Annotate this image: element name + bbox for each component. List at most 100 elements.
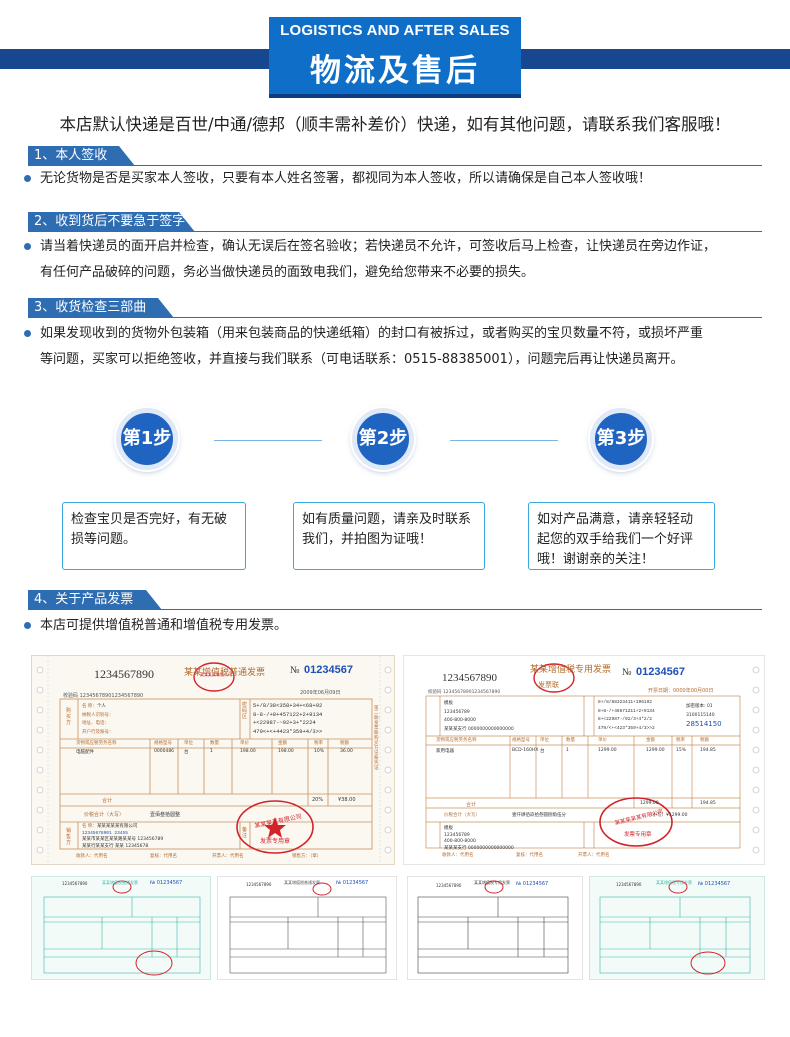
invoice-title: 某某增值税专用发票 (530, 665, 612, 675)
invoice-seller-fields: 名 称：某某某某某有限公司 12345678901 23455 某某市某某区某某… (82, 824, 164, 849)
section-tag-dont-sign: 2、收到货后不要急于签字 (28, 212, 195, 232)
step-2-circle: 第2步 (352, 408, 414, 470)
thumb-title: 某某增值税普通发票 (284, 880, 320, 885)
section-divider (28, 165, 762, 166)
thumb-no: № 01234567 (336, 880, 369, 886)
step-3-box: 如对产品满意，请亲轻轻动 起您的双手给我们一个好评 哦！谢谢亲的关注！ (528, 502, 715, 570)
invoice-thumb-2: 1234567890 某某增值税普通发票 № 01234567 (217, 876, 397, 980)
bullet-dot (24, 243, 31, 250)
thumb-no: № 01234567 (516, 881, 549, 887)
invoice-password-label: 密码区 (242, 702, 248, 720)
invoice-seal-text-2: 发票专用章 (260, 838, 291, 845)
step-1-box: 检查宝贝是否完好，有无破 损等问题。 (62, 502, 246, 570)
invoice-no-prefix: № (622, 667, 632, 678)
section-line: 请当着快递员的面开启并检查，确认无误后在签名验收；若快递员不允许，可签收后马上检… (40, 239, 717, 254)
invoice-password-side: 加密版本: 01 3100115140 28514150 (686, 704, 722, 728)
invoice-note-label: 备注 (242, 827, 248, 839)
invoice-total-label: 合计 (466, 802, 477, 808)
invoice-thumb-3: 1234567890 某某增值税专用发票 № 01234567 (407, 876, 583, 980)
invoice-total-amount: ¥38.00 (338, 797, 356, 803)
invoice-stamp-seal (599, 797, 673, 847)
invoice-seller: 销售方 (66, 828, 72, 846)
invoice-title: 某某增值税普通发票 (184, 668, 266, 678)
invoice-date: 开票日期：0000年00月00日 (648, 688, 714, 694)
section-text: 如果发现收到的货物外包装箱（用来包装商品的快递纸箱）的封口有被拆过，或者购买的宝… (40, 321, 762, 373)
invoice-price-tax-label: 价税合计（大写） (84, 812, 125, 818)
invoice-frame (43, 880, 201, 976)
section-divider (28, 231, 762, 232)
invoice-frame (425, 663, 760, 854)
header-title-en: LOGISTICS AND AFTER SALES (280, 22, 510, 39)
invoice-buyer-fields: 名 称：个人 纳税人识别号： 地址、电话： 开户行及账号： (82, 704, 114, 735)
header-title-cn: 物流及售后 (310, 53, 480, 89)
invoice-seller-fields: 模板 123456789 400-800-8000 某某某支行 00000000… (444, 826, 514, 851)
thumb-number: 1234567890 (616, 882, 642, 887)
invoice-total-tax: 194.85 (700, 801, 716, 806)
invoice-no: 01234567 (304, 664, 353, 676)
invoice-frame (417, 880, 569, 974)
section-divider (28, 317, 762, 318)
section-tag-invoice: 4、关于产品发票 (28, 590, 162, 610)
section-divider (28, 609, 762, 610)
invoice-price-tax-small: （小写）¥1299.00 (648, 813, 688, 818)
section-text: 请当着快递员的面开启并检查，确认无误后在签名验收；若快递员不允许，可签收后马上检… (40, 234, 762, 286)
bullet-dot (24, 175, 31, 182)
section-line: 有任何产品破碎的问题，务必当做快递员的面致电我们，避免给您带来不必要的损失。 (40, 265, 535, 280)
invoice-stamp-text: 某某某某有限公司 (200, 672, 232, 677)
section-tag-sign-in: 1、本人签收 (28, 146, 135, 166)
invoice-thumb-1: 1234567890 某某增值税普通发票 № 01234567 (31, 876, 211, 980)
section-text: 本店可提供增值税普通和增值税专用发票。 (40, 613, 762, 639)
step-1-circle: 第1步 (116, 408, 178, 470)
section-line: 等问题，买家可以拒绝签收，并直接与我们联系（可电话联系：0515-8838500… (40, 352, 684, 367)
invoice-sample-normal: 1234567890 某某增值税普通发票 № 01234567 2009年06月… (31, 655, 395, 865)
section-tag-inspection: 3、收货检查三部曲 (28, 298, 174, 318)
step-3-text: 哦！谢谢亲的关注！ (537, 552, 655, 567)
section-line: 本店可提供增值税普通和增值税专用发票。 (40, 618, 288, 633)
section-text: 无论货物是否是买家本人签收，只要有本人姓名签署，都视同为本人签收，所以请确保是自… (40, 166, 762, 192)
step-1-text: 损等问题。 (71, 532, 137, 547)
invoice-date: 2009年06月09日 (300, 690, 341, 696)
invoice-frame (229, 882, 387, 974)
bullet-dot (24, 622, 31, 629)
invoice-total-pct: 20% (312, 797, 324, 803)
step-3-circle: 第3步 (590, 408, 652, 470)
thumb-title: 某某增值税专用发票 (474, 880, 510, 885)
step-2-text: 我们，并拍图为证哦！ (302, 532, 433, 547)
thumb-no: № 01234567 (698, 881, 731, 887)
section-line: 如果发现收到的货物外包装箱（用来包装商品的快递纸箱）的封口有被拆过，或者购买的宝… (40, 326, 704, 341)
section-line: 无论货物是否是买家本人签收，只要有本人姓名签署，都视同为本人签收，所以请确保是自… (40, 171, 652, 186)
invoice-number: 1234567890 (442, 672, 497, 684)
invoice-total-amount: 1299.00 (640, 801, 659, 806)
invoice-price-tax-label: 价税合计（大写） (444, 813, 480, 818)
invoice-price-tax-words: 壹仟肆佰玖拾叁圆捌角伍分 (512, 813, 566, 818)
invoice-frame (36, 656, 392, 864)
invoice-no: 01234567 (636, 666, 685, 678)
invoice-frame (599, 880, 751, 975)
invoice-password: 5+/8/38<358+34+<68+92 8-8-/+8+457122+2+9… (253, 702, 323, 735)
step-2-box: 如有质量问题，请亲及时联系 我们，并拍图为证哦！ (293, 502, 485, 570)
thumb-number: 1234567890 (436, 883, 462, 888)
shipping-notice: 本店默认快递是百世/中通/德邦（顺丰需补差价）快递，如有其他问题，请联系我们客服… (59, 115, 731, 134)
invoice-subtitle: 发票联 (538, 681, 559, 689)
invoice-stamp (193, 662, 235, 692)
thumb-number: 1234567890 (62, 881, 88, 886)
step-2-text: 如有质量问题，请亲及时联系 (302, 512, 472, 527)
bullet-dot (24, 330, 31, 337)
invoice-side-note: 第二联：发票联 购买方记账凭证 (374, 706, 383, 771)
step-3-text: 如对产品满意，请亲轻轻动 (537, 512, 694, 527)
invoice-number: 1234567890 (94, 667, 154, 681)
invoice-buyer: 购买方 (66, 708, 72, 726)
thumb-title: 某某增值税普通发票 (102, 880, 138, 885)
invoice-seal-text-2: 发票专用章 (624, 832, 652, 838)
invoice-thumb-4: 1234567890 某某增值税专用发票 № 01234567 (589, 876, 765, 980)
thumb-no: № 01234567 (150, 880, 183, 886)
step-1-text: 检查宝贝是否完好，有无破 (71, 512, 228, 527)
invoice-sample-special: 1234567890 某某增值税专用发票 发票联 № 01234567 开票日期… (403, 655, 765, 865)
invoice-code: 校验码 12345678901234567890 (428, 690, 501, 695)
step-connector (214, 440, 322, 441)
invoice-stamp-seal (236, 800, 314, 854)
thumb-title: 某某增值税专用发票 (656, 880, 692, 885)
invoice-stamp (533, 663, 575, 693)
step-connector (450, 440, 558, 441)
invoice-no-prefix: № (290, 665, 300, 676)
